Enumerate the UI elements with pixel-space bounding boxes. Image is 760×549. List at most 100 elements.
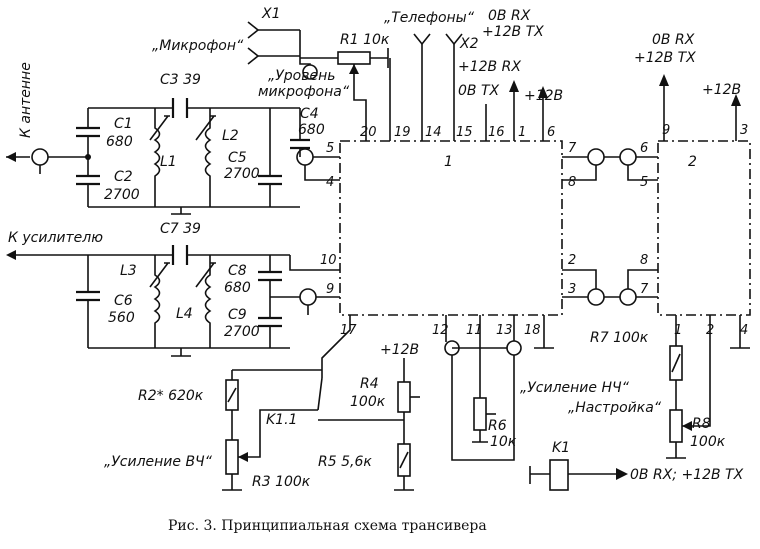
- amplifier-arrowhead: [6, 250, 16, 260]
- pin-3: 3: [568, 282, 576, 297]
- r2-label: R2* 620к: [138, 388, 204, 404]
- phones-label: „Телефоны“: [384, 10, 475, 26]
- r6-resistor: [473, 397, 487, 431]
- r6-wires: [472, 380, 488, 443]
- r3-resistor: [225, 439, 239, 475]
- r8-value: 100к: [690, 434, 726, 450]
- pin-6: 6: [547, 125, 555, 140]
- k1-wires: [529, 466, 616, 484]
- pin-13: 13: [496, 323, 513, 338]
- r5-mark: [399, 451, 409, 469]
- x2-label: X2: [459, 36, 479, 52]
- l3-trimmer: [149, 262, 170, 288]
- pin1-arrow: [509, 80, 519, 92]
- k1-label: K1: [552, 440, 570, 456]
- figure-caption: Рис. 3. Принципиальная схема трансивера: [168, 518, 487, 534]
- pin9-connector: [299, 288, 317, 306]
- c8-capacitor: [258, 270, 282, 282]
- l4-trimmer: [195, 262, 216, 288]
- amplifier-label: К усилителю: [8, 230, 103, 246]
- pin-10: 10: [320, 253, 337, 268]
- b2-pin-6: 6: [640, 141, 648, 156]
- r2-top-wire: [231, 369, 322, 380]
- pin13-connector: [506, 340, 522, 356]
- antenna-label: К антенне: [18, 62, 34, 138]
- l3-label: L3: [120, 263, 137, 279]
- p12-label-a: +12В: [524, 88, 563, 104]
- c4-value: 680: [298, 122, 325, 138]
- pin-12: 12: [432, 323, 449, 338]
- r1-resistor: [337, 51, 371, 65]
- b2-pin3-arrow: [731, 94, 741, 106]
- block-2-label: 2: [688, 154, 697, 170]
- pin-19: 19: [394, 125, 411, 140]
- r4-resistor: [397, 381, 411, 413]
- x1-jack: [247, 21, 260, 65]
- b2-pin4-ground: [730, 315, 750, 349]
- r6-value: 10к: [490, 434, 517, 450]
- c1-capacitor: [76, 126, 100, 138]
- l2-trimmer: [195, 115, 216, 141]
- c9-value: 2700: [224, 324, 260, 340]
- c2-label: C2: [114, 169, 133, 185]
- block-2: [657, 140, 751, 316]
- upper-ground: [171, 207, 191, 215]
- c5-capacitor: [258, 174, 282, 186]
- pin10-wire: [289, 255, 340, 271]
- x2-wires: [421, 44, 455, 141]
- r1-label: R1 10к: [340, 32, 390, 48]
- c7-label: C7 39: [160, 221, 201, 237]
- pin-20: 20: [360, 125, 377, 140]
- pin6-arrow: [538, 86, 548, 98]
- c3-capacitor: [171, 98, 189, 118]
- c8-label: C8: [228, 263, 247, 279]
- c6-capacitor: [76, 290, 100, 302]
- p12-label-b: +12В: [702, 82, 741, 98]
- c5-label: C5: [228, 150, 247, 166]
- c9-capacitor: [258, 316, 282, 328]
- pin-18: 18: [524, 323, 541, 338]
- link-wire-8-5: [562, 165, 658, 181]
- b2-pin-4: 4: [740, 323, 748, 338]
- l1-trimmer: [149, 115, 170, 141]
- pin-16: 16: [488, 125, 505, 140]
- pin-14: 14: [425, 125, 442, 140]
- x1-wires: [258, 29, 301, 57]
- k1-note: 0В RX; +12В TX: [630, 467, 744, 483]
- r8-label: R8: [692, 416, 711, 432]
- k1-arrow: [616, 468, 628, 480]
- lf-gain-label: „Усиление НЧ“: [520, 380, 630, 396]
- antenna-connector: [31, 148, 49, 166]
- b2-pin-5: 5: [640, 175, 648, 190]
- r3-wiper-wire: [238, 409, 318, 458]
- x2-rx-label: +12В RX: [458, 59, 521, 75]
- pin-8: 8: [568, 175, 576, 190]
- rxtx-label-2: +12В TX: [482, 24, 544, 40]
- pin-2: 2: [568, 253, 576, 268]
- link-connector-2b: [619, 288, 637, 306]
- mic-wire-a: [299, 56, 311, 65]
- pin4-wire: [304, 165, 340, 181]
- link-connector-2a: [587, 288, 605, 306]
- l4-label: L4: [176, 306, 193, 322]
- c9-label: C9: [228, 307, 247, 323]
- pin17-wire: [321, 315, 351, 378]
- r8-resistor: [669, 409, 683, 443]
- rxtx-label-3: 0В RX: [652, 32, 695, 48]
- x2-jack: [413, 33, 463, 46]
- r4-r5-wire: [318, 412, 405, 444]
- mic-level-label-1: „Уровень: [268, 68, 336, 84]
- p12-label-c: +12В: [380, 342, 419, 358]
- pin-11: 11: [466, 323, 483, 338]
- r3-wiper-arrow: [238, 452, 248, 462]
- rxtx-label-1: 0В RX: [488, 8, 531, 24]
- r7-mark: [671, 353, 681, 373]
- r8-ground: [666, 442, 686, 459]
- l4-coil: [204, 255, 212, 348]
- r3-label: R3 100к: [252, 474, 311, 490]
- x1-label: X1: [261, 6, 281, 22]
- k1-relay: [549, 459, 569, 491]
- b2-pin-8: 8: [640, 253, 648, 268]
- c4-label: C4: [300, 106, 319, 122]
